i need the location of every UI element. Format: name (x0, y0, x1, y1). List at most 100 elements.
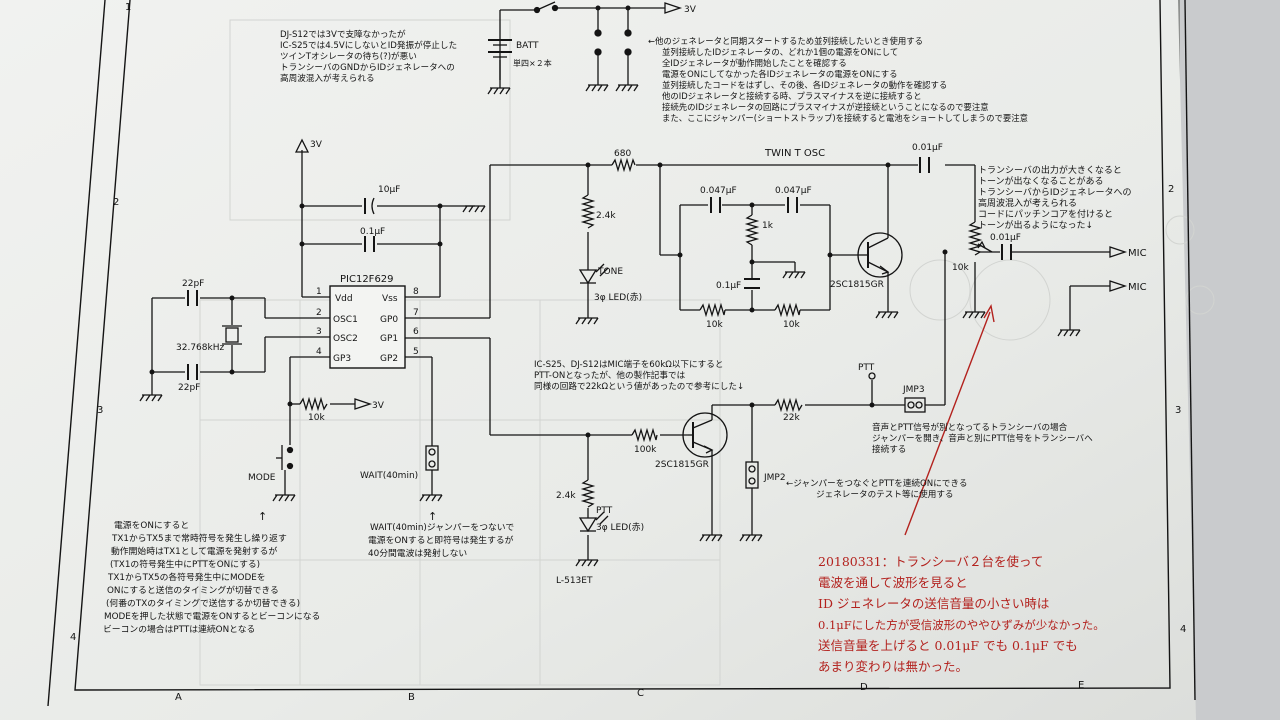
twin-t-osc-label: TWIN T OSC (764, 148, 825, 159)
note-right-line: トーンが出るようになった↓ (978, 219, 1093, 231)
note-jmp3-line: ジャンパーを開き、音声と別にPTT信号をトランシーバへ (872, 432, 1093, 444)
ptt-led-label: PTT (596, 506, 613, 516)
r-10k-mode-label: 10k (308, 413, 325, 423)
row-label-3: 3 (97, 405, 103, 416)
r-24k-top-label: 2.4k (596, 211, 616, 221)
led-top-label: 3φ LED(赤) (594, 292, 642, 303)
note-top-right-line: また、ここにジャンパー(ショートストラップ)を接続すると電池をショートしてしまう… (662, 113, 1028, 123)
col-label-c: C (637, 688, 644, 699)
pin-osc1-label: OSC1 (333, 315, 358, 325)
note-right-line: トーンが出なくなることがある (978, 175, 1104, 187)
junctions (149, 5, 948, 438)
row-label-4-right: 4 (1180, 624, 1186, 635)
v3-top-label: 3V (684, 5, 697, 15)
note-mid-line: 同様の回路で22kΩという値があったので参考にした↓ (534, 380, 744, 392)
row-label-3-right: 3 (1175, 405, 1181, 416)
r-10k-right-label: 10k (783, 320, 800, 330)
note-bottom-left-line: ビーコンの場合はPTTは連続ONとなる (103, 623, 255, 635)
cap-001uf-top-label: 0.01μF (912, 143, 943, 153)
note-red-line: ID ジェネレータの送信音量の小さい時は (818, 596, 1049, 611)
pin-number-5: 5 (413, 347, 419, 357)
jmp2-label: JMP2 (763, 473, 786, 483)
col-label-e: E (1078, 680, 1084, 691)
svg-text:↑: ↑ (258, 510, 267, 523)
pin-vdd-label: Vdd (335, 294, 353, 304)
batt-sub-label: 単四×２本 (513, 58, 552, 68)
mode-label: MODE (248, 473, 276, 483)
q1-part-label: 2SC1815GR (830, 280, 884, 290)
note-jmp2-line: ←ジャンパーをつなぐとPTTを連続ONにできる (786, 477, 967, 489)
note-top-right-line: 並列接続したコードをはずし、その後、各IDジェネレータの動作を確認する (662, 80, 947, 90)
right-desk (1180, 0, 1280, 720)
note-red-line: 0.1μFにした方が受信波形のややひずみが少なかった。 (818, 618, 1105, 632)
note-red-line: 送信音量を上げると 0.01μF でも 0.1μF でも (818, 638, 1078, 653)
note-top-left: DJ-S12では3Vで支障なかったが IC-S25では4.5VにしないとID発振… (280, 28, 457, 84)
note-top-left-line: 高周波混入が考えられる (280, 72, 375, 84)
v3-mode-label: 3V (372, 401, 385, 411)
note-bottom-left: 電源をONにすると TX1からTX5まで常時符号を発生し繰り返す 動作開始時はT… (103, 520, 320, 635)
note-jmp2: ←ジャンパーをつなぐとPTTを連続ONにできる ジェネレータのテスト等に使用する (786, 477, 967, 500)
pin-number-8: 8 (413, 287, 419, 297)
row-label-2: 2 (113, 197, 119, 208)
note-top-left-line: IC-S25では4.5VにしないとID発振が停止した (280, 39, 457, 51)
col-label-a: A (175, 692, 182, 703)
tone-label: TONE (597, 267, 623, 277)
pin-vss-label: Vss (382, 294, 398, 304)
note-bottom-left-line: ONにすると送信のタイミングが切替できる (107, 584, 279, 596)
ic-part-label: PIC12F629 (340, 274, 394, 285)
note-top-left-line: トランシーバのGNDからIDジェネレータへの (280, 62, 455, 73)
batt-label: BATT (516, 41, 539, 51)
led-bottom-label: 3φ LED(赤) (596, 522, 644, 533)
pin-gp1-label: GP1 (380, 334, 398, 344)
note-right: トランシーバの出力が大きくなると トーンが出なくなることがある トランシーバから… (978, 164, 1132, 231)
r-22k-label: 22k (783, 413, 800, 423)
note-top-right-line: 電源をONにしてなかった各IDジェネレータの電源をONにする (662, 69, 897, 79)
pin-number-3: 3 (316, 327, 322, 337)
note-jmp3-line: 接続する (872, 443, 906, 455)
note-bottom-mid-line: WAIT(40min)ジャンパーをつないで (370, 522, 514, 533)
note-bottom-left-line: TX1からTX5まで常時符号を発生し繰り返す (111, 532, 287, 544)
row-label-2-right: 2 (1168, 184, 1174, 195)
note-top-right-line: ←他のジェネレータと同期スタートするため並列接続したいとき使用する (648, 36, 923, 46)
note-bottom-left-line: (何番のTXのタイミングで送信するか切替できる) (106, 597, 300, 609)
frame-labels: 1 2 3 4 2 3 4 A B C D E (70, 2, 1186, 703)
v3-left-label: 3V (310, 140, 323, 150)
note-right-line: トランシーバからIDジェネレータへの (978, 187, 1132, 198)
r-10k-left-label: 10k (706, 320, 723, 330)
wait-label: WAIT(40min) (360, 471, 418, 481)
note-bottom-mid-line: 40分間電波は発射しない (368, 547, 467, 559)
jmp3-label: JMP3 (902, 385, 925, 395)
note-top-left-line: DJ-S12では3Vで支障なかったが (280, 28, 406, 40)
note-right-line: 高周波混入が考えられる (978, 197, 1077, 209)
q2-part-label: 2SC1815GR (655, 460, 709, 470)
note-top-left-line: ツインTオシレータの待ち(?)が悪い (280, 50, 417, 62)
cap-001uf-out-label: 0.01μF (990, 233, 1021, 243)
pin-number-1: 1 (316, 287, 322, 297)
pin-number-6: 6 (413, 327, 419, 337)
cap-10uf-label: 10μF (378, 185, 400, 195)
r-100k-label: 100k (634, 445, 657, 455)
crystal-label: 32.768kHz (176, 343, 224, 353)
cap-22pf-top-label: 22pF (182, 279, 204, 289)
cap-01uf-left-label: 0.1μF (360, 227, 385, 237)
note-red-line: 20180331：トランシーバ２台を使って (818, 554, 1043, 569)
note-bottom-mid-line: 電源をONすると即符号は発生するが (368, 534, 514, 546)
note-bottom-left-line: 電源をONにすると (114, 520, 189, 531)
note-mid-line: IC-S25、DJ-S12はMIC端子を60kΩ以下にすると (534, 358, 723, 370)
pin-number-7: 7 (413, 308, 419, 318)
note-jmp2-line: ジェネレータのテスト等に使用する (816, 488, 954, 500)
col-label-d: D (860, 682, 868, 693)
components (139, 1, 1128, 567)
pin-gp3-label: GP3 (333, 354, 351, 364)
upward-arrows: ↑ ↑ (258, 510, 437, 523)
note-jmp3-line: 音声とPTT信号が別となってるトランシーバの場合 (872, 421, 1068, 433)
note-top-right: ←他のジェネレータと同期スタートするため並列接続したいとき使用する 並列接続した… (648, 36, 1028, 123)
note-jmp3: 音声とPTT信号が別となってるトランシーバの場合 ジャンパーを開き、音声と別にP… (872, 421, 1093, 455)
note-bottom-left-line: MODEを押した状態で電源をONするとビーコンになる (104, 610, 320, 622)
ghost-pcb (199, 19, 1215, 686)
ptt-terminal-label: PTT (858, 363, 875, 373)
note-bottom-left-line: 動作開始時はTX1として電源を発射するが (111, 545, 277, 557)
led-part-label: L-513ET (556, 576, 593, 586)
note-red-line: 電波を通して波形を見ると (818, 575, 968, 590)
